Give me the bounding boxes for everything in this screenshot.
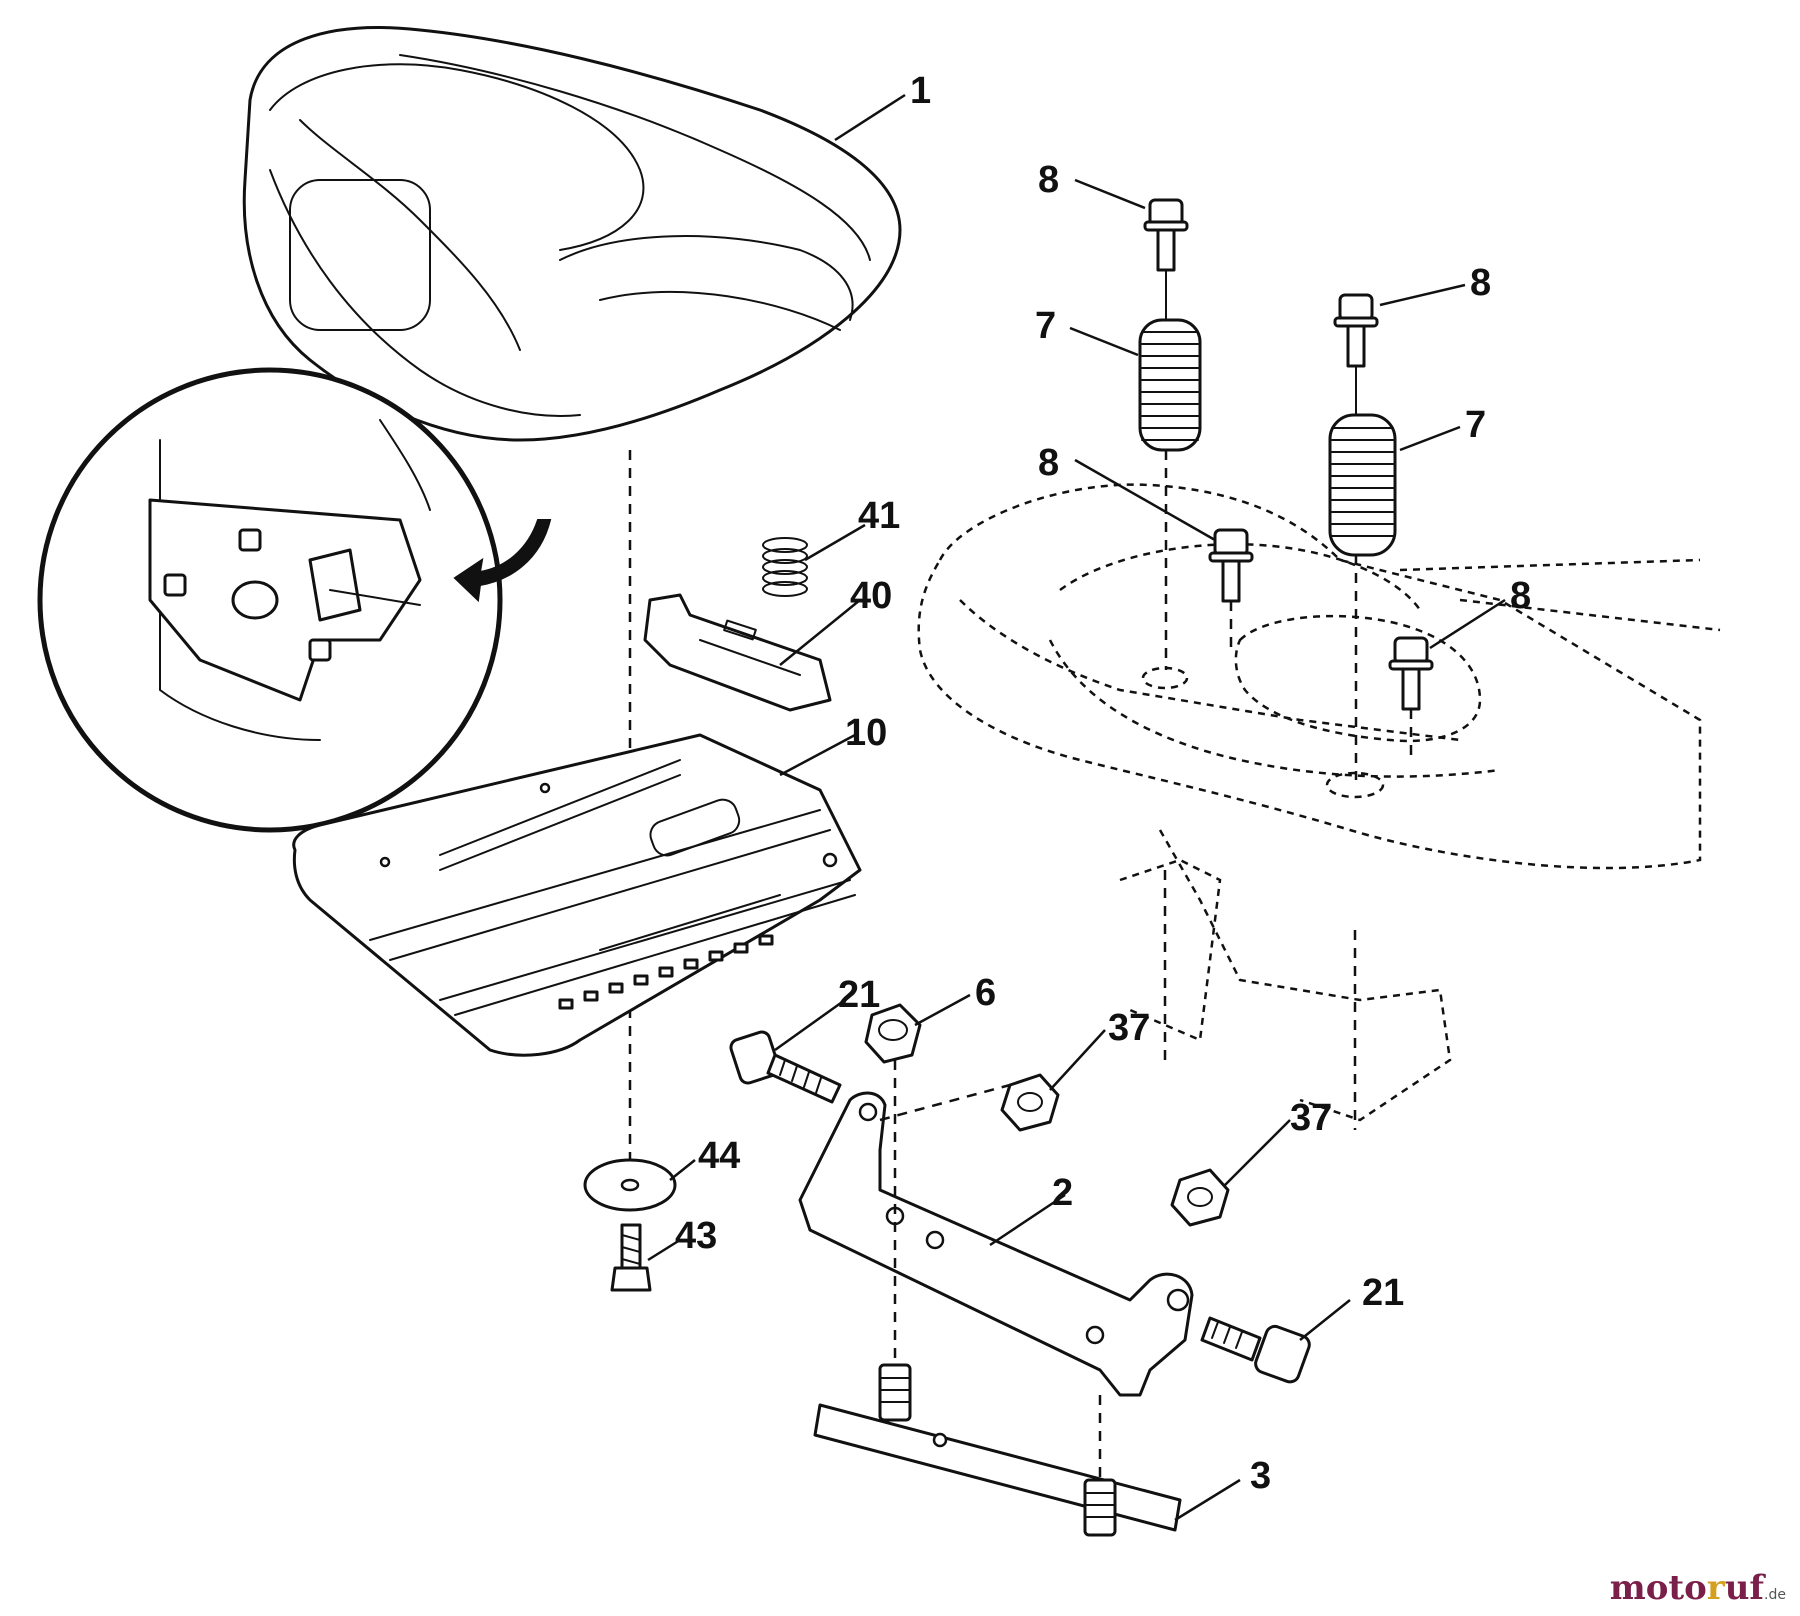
- lock-nut-37-b: [1170, 1168, 1230, 1227]
- callout-21b: 21: [1362, 1272, 1404, 1314]
- callout-21a: 21: [838, 974, 880, 1016]
- mower-frame-outline: [917, 483, 1721, 1130]
- callout-37a: 37: [1108, 1007, 1150, 1049]
- seat-part: [242, 26, 902, 442]
- callout-1: 1: [910, 70, 931, 112]
- callout-8b: 8: [1470, 262, 1491, 304]
- lock-nut-37-a: [1000, 1073, 1060, 1132]
- callout-40: 40: [850, 575, 892, 617]
- bolt-8-a: [1143, 198, 1189, 321]
- callout-41: 41: [858, 495, 900, 537]
- seat-pan-10: [292, 733, 862, 1057]
- callout-3: 3: [1250, 1455, 1271, 1497]
- watermark-part3: uf: [1724, 1568, 1765, 1608]
- bolt-8-c: [1208, 528, 1254, 650]
- latch-plate-40: [643, 593, 832, 712]
- bolt-43: [610, 1223, 652, 1292]
- callout-labels: 1 8 7 8 8 7 8 41 40 10 21 6 37 37 44 43 …: [675, 70, 1531, 1497]
- washer-44: [583, 1158, 677, 1212]
- nut-6: [864, 1003, 922, 1064]
- callout-6: 6: [975, 972, 996, 1014]
- watermark-part1: moto: [1609, 1568, 1707, 1608]
- callout-7a: 7: [1035, 305, 1056, 347]
- spring-7-left: [1138, 318, 1202, 452]
- bracket-hole-line: [879, 1083, 1011, 1122]
- callout-8d: 8: [1510, 575, 1531, 617]
- seat-pan-adjust-slots: [558, 934, 774, 1010]
- callout-37b: 37: [1290, 1097, 1332, 1139]
- watermark-logo: motoruf.de: [1610, 1568, 1786, 1608]
- callout-2: 2: [1052, 1172, 1073, 1214]
- callout-44: 44: [698, 1135, 740, 1177]
- bolt-8-d: [1388, 636, 1434, 755]
- inset-arrow: [453, 519, 552, 603]
- bracket-2: [798, 1091, 1194, 1397]
- callout-7b: 7: [1465, 404, 1486, 446]
- bolt-21-right: [1200, 1316, 1311, 1384]
- detail-inset: [37, 367, 503, 833]
- spring-41: [762, 537, 808, 597]
- bolt-21-left: [729, 1030, 842, 1104]
- callout-43: 43: [675, 1215, 717, 1257]
- watermark-suffix: .de: [1764, 1587, 1786, 1603]
- callout-leaders: [647, 93, 1506, 1522]
- callout-8a: 8: [1038, 159, 1059, 201]
- spring-7-right: [1328, 413, 1397, 557]
- callout-8c: 8: [1038, 442, 1059, 484]
- plate-3: [813, 1363, 1182, 1537]
- watermark-part2: r: [1706, 1568, 1725, 1608]
- callout-10: 10: [845, 712, 887, 754]
- bolt-8-b: [1333, 293, 1379, 416]
